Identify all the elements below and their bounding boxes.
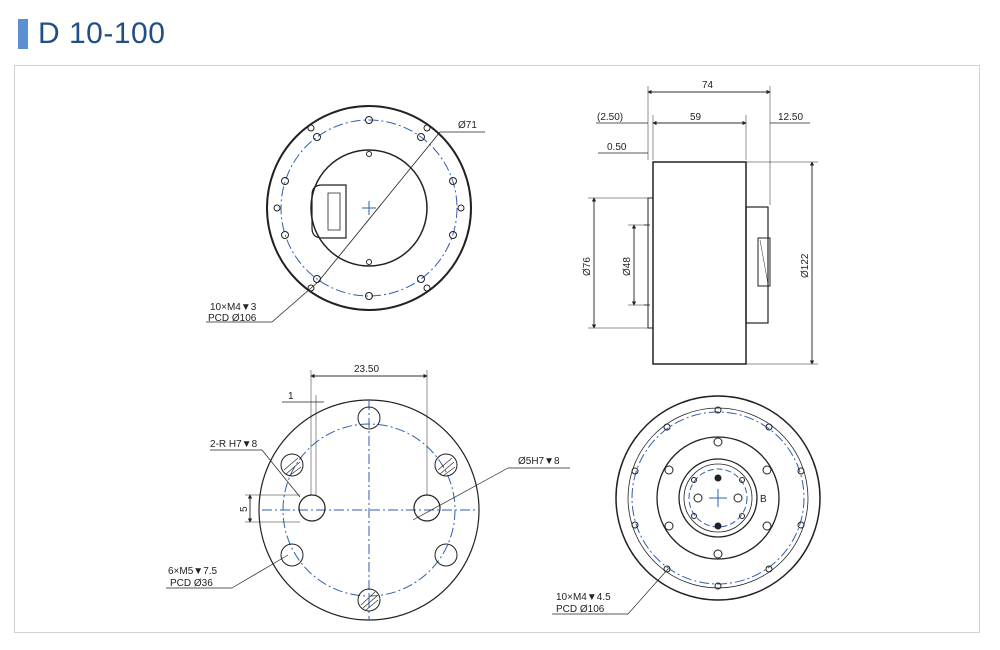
front-dia-label: Ø71 [458, 120, 477, 131]
front-pcd-note: PCD Ø106 [208, 313, 257, 324]
output-view [552, 395, 821, 615]
output-outer-circle [615, 395, 821, 601]
side-flange-thickness: 0.50 [607, 142, 627, 153]
rear-offset-x: 23.50 [354, 364, 379, 375]
front-bolt-holes [273, 116, 465, 300]
side-outer-diameter: Ø122 [800, 253, 811, 278]
header-accent-bar [18, 19, 28, 49]
rear-bolt-pcd: PCD Ø36 [170, 578, 213, 589]
front-holes-note: 10×M4▼3 [210, 302, 257, 313]
front-outer-circle [266, 105, 472, 311]
rear-hole-note: Ø5H7▼8 [518, 456, 560, 467]
front-dia-leader [317, 131, 441, 283]
page-title: D 10-100 [38, 17, 166, 50]
drawing-frame [14, 65, 980, 633]
side-overall-length: 74 [702, 80, 714, 91]
front-cutout-inner [327, 192, 341, 231]
side-body [652, 161, 747, 365]
rear-offset-small: 1 [288, 391, 294, 402]
page-header: D 10-100 [18, 14, 165, 54]
side-inner-diameter: Ø48 [622, 257, 633, 276]
side-body-length: 59 [690, 112, 702, 123]
rear-offset-vertical: 5 [239, 506, 250, 512]
front-hole-leader [271, 281, 319, 323]
output-pcd-note: PCD Ø106 [556, 604, 605, 615]
output-flange [656, 436, 780, 560]
side-shaft [757, 237, 771, 287]
output-label-b: B [760, 494, 767, 505]
rear-pin-note: 2-R H7▼8 [210, 439, 258, 450]
front-inner-bore [310, 149, 428, 267]
rear-pin-hole-left [298, 494, 326, 522]
output-holes-note: 10×M4▼4.5 [556, 592, 611, 603]
rear-view [166, 370, 570, 621]
front-pcd-circle [280, 119, 458, 297]
side-offset: (2.50) [597, 112, 623, 123]
rear-bolt-note: 6×M5▼7.5 [168, 566, 218, 577]
output-hub [678, 458, 758, 538]
side-end-length: 12.50 [778, 112, 803, 123]
front-cutout [311, 184, 347, 239]
front-view [206, 105, 485, 323]
side-view [588, 86, 818, 365]
side-flange [647, 197, 654, 329]
side-end-cap [745, 206, 769, 324]
side-mid-diameter: Ø76 [582, 257, 593, 276]
